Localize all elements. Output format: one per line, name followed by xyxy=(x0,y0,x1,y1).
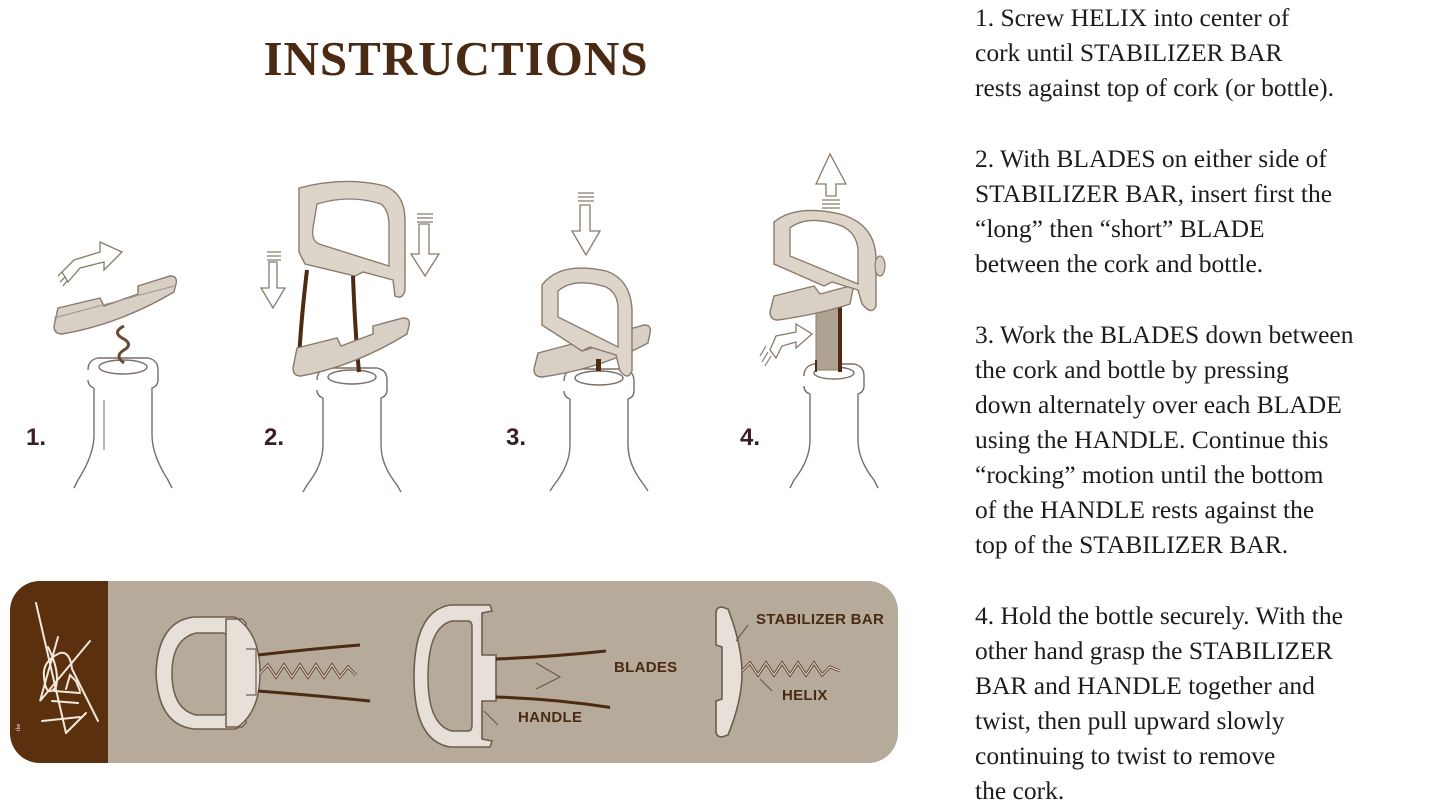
stabilizer-and-helix xyxy=(715,606,841,738)
assembled-corkscrew xyxy=(155,616,371,730)
svg-text:the: the xyxy=(16,723,22,731)
step-2-text: 2. With BLADES on either side of STABILI… xyxy=(975,144,1333,278)
page-title: INSTRUCTIONS xyxy=(263,31,649,86)
label-helix: HELIX xyxy=(782,687,828,704)
step-4-number: 4. xyxy=(740,424,761,451)
step-1-number: 1. xyxy=(26,424,47,451)
label-stabilizer-bar: STABILIZER BAR xyxy=(756,611,885,628)
step-4-text: 4. Hold the bottle securely. With the ot… xyxy=(975,601,1343,805)
step-2-illustration xyxy=(259,180,441,493)
step-3-illustration xyxy=(533,192,652,492)
handle-with-blades xyxy=(413,604,610,748)
step-3-number: 3. xyxy=(506,424,527,451)
label-blades: BLADES xyxy=(614,659,678,676)
instruction-steps: 1. Screw HELIX into center of cork until… xyxy=(975,0,1429,808)
signature-icon: the xyxy=(16,602,99,734)
step-1-text: 1. Screw HELIX into center of cork until… xyxy=(975,3,1335,102)
parts-diagram: the BLADES HANDLE STABILIZER BAR HELIX xyxy=(10,581,898,763)
label-handle: HANDLE xyxy=(518,709,583,726)
step-4-illustration xyxy=(759,152,886,489)
signature-logo: the xyxy=(10,581,108,763)
step-2-number: 2. xyxy=(264,424,285,451)
step-3-text: 3. Work the BLADES down between the cork… xyxy=(975,320,1354,559)
step-1-illustration xyxy=(53,240,178,489)
